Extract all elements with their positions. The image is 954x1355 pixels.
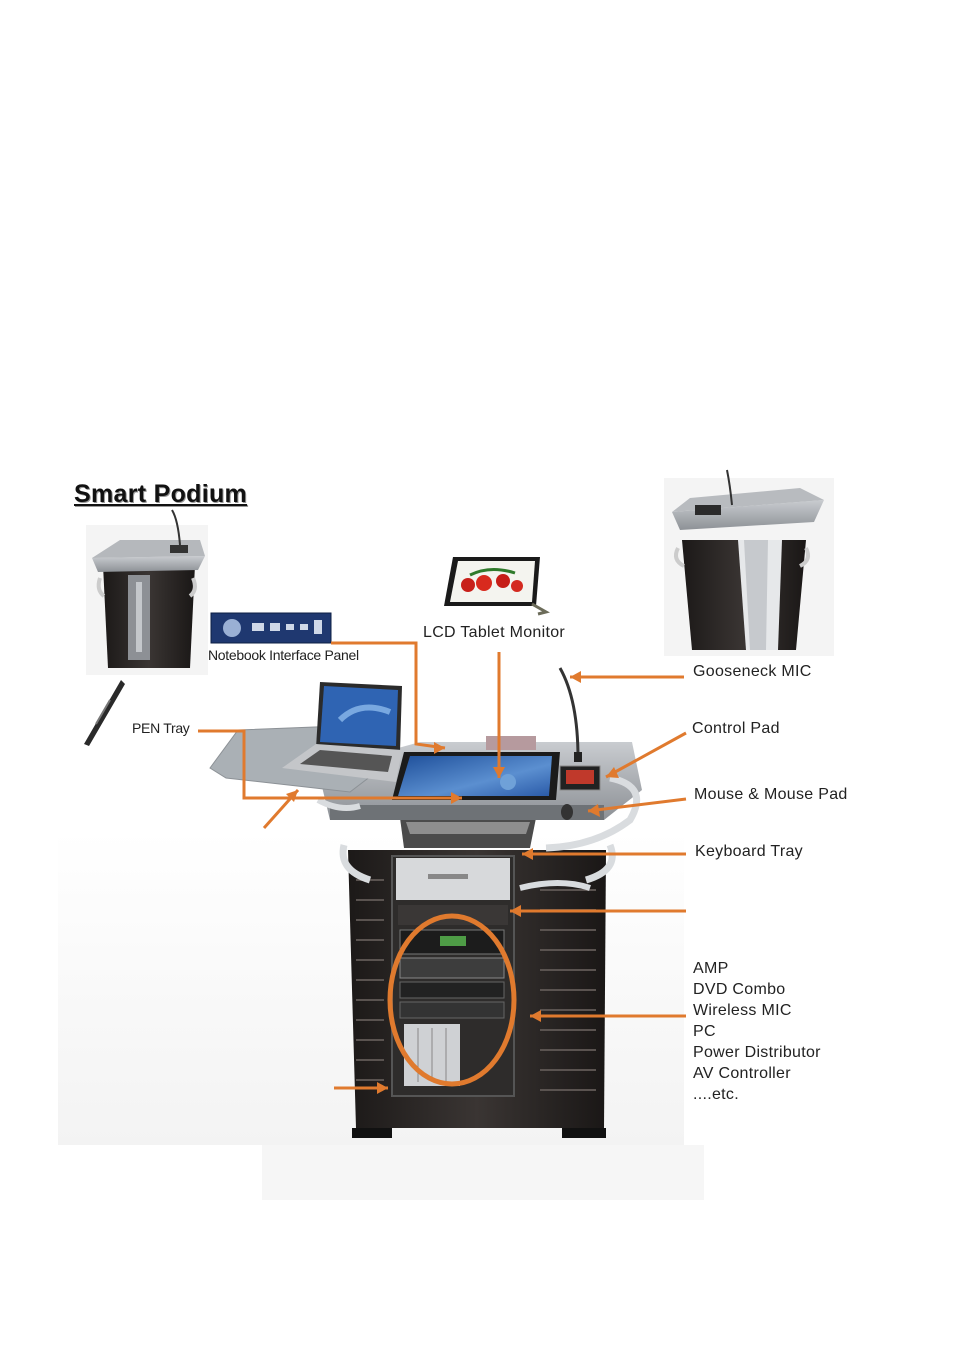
rack-component: AMP <box>693 960 729 977</box>
label-keyboard-tray: Keyboard Tray <box>695 843 803 860</box>
rack-component: AV Controller <box>693 1065 791 1082</box>
figure-title: Smart Podium <box>74 480 248 508</box>
arrow-pen-tray-to-tablet <box>198 729 462 800</box>
arrowheads <box>286 671 619 1094</box>
floor-shadow <box>262 1145 704 1200</box>
rack-component: Power Distributor <box>693 1044 821 1061</box>
label-control-pad: Control Pad <box>692 720 780 737</box>
rack-component: PC <box>693 1023 716 1040</box>
arrow-notebook-interface-panel <box>331 641 446 750</box>
label-gooseneck-mic: Gooseneck MIC <box>693 663 812 680</box>
rack-component: DVD Combo <box>693 981 786 998</box>
rack-component: Wireless MIC <box>693 1002 792 1019</box>
main-podium <box>209 667 642 1138</box>
lcd-tablet-monitor-image <box>444 557 550 616</box>
arrow-control-pad <box>605 731 687 779</box>
pen-image <box>84 680 125 746</box>
alternate-podium-thumbnail <box>664 469 834 656</box>
label-lcd-tablet-monitor: LCD Tablet Monitor <box>423 624 566 641</box>
label-pen-tray: PEN Tray <box>132 720 190 736</box>
label-notebook-interface-panel: Notebook Interface Panel <box>208 647 359 663</box>
arrow-mouse-pad <box>587 797 687 813</box>
rack-highlight-ellipse <box>387 913 517 1087</box>
rack-components-list: AMP DVD Combo Wireless MIC PC Power Dist… <box>693 958 821 1105</box>
callout-arrows <box>198 641 687 1090</box>
notebook-interface-panel-image <box>210 612 332 644</box>
label-mouse-pad: Mouse & Mouse Pad <box>694 786 848 803</box>
small-podium-thumbnail <box>86 509 208 675</box>
rack-component: ....etc. <box>693 1086 739 1103</box>
